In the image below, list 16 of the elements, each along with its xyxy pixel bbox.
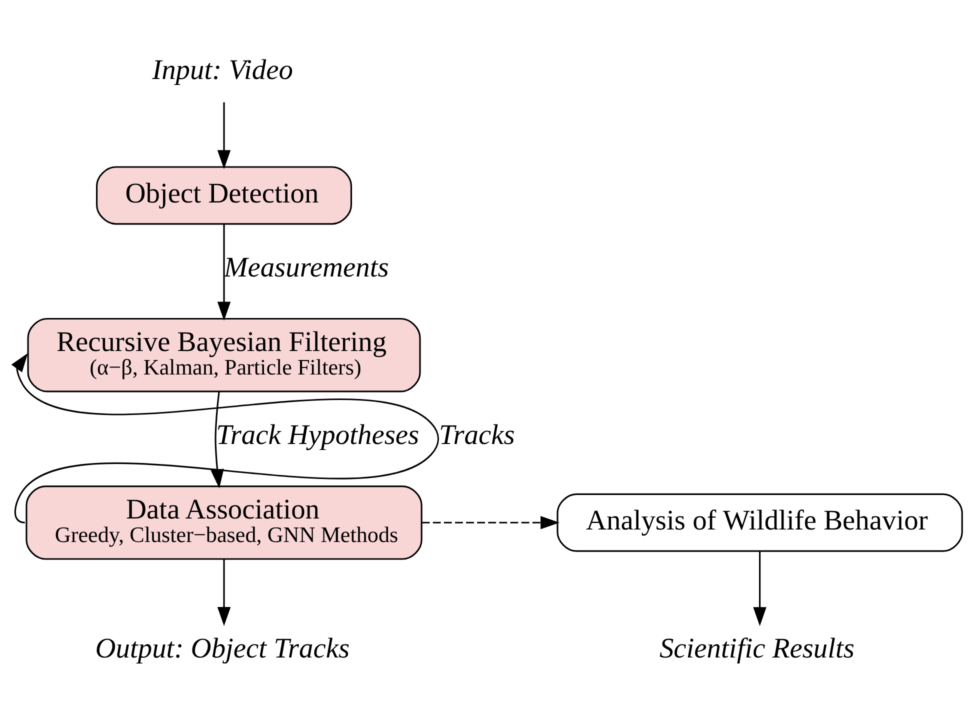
arrow (217, 559, 231, 626)
arrow (217, 102, 231, 170)
arrow (753, 552, 766, 626)
arrow (210, 392, 224, 488)
node-box: Analysis of Wildlife Behavior (556, 493, 963, 552)
node-box: Data Association Greedy, Cluster−based, GNN Methods (26, 485, 422, 560)
arrow (217, 224, 231, 321)
node-text: Output: Object Tracks (95, 634, 350, 665)
node-box: Recursive Bayesian Filtering (α−β, Kalman, Particle Filters) (27, 318, 421, 392)
edge-label: Tracks (438, 420, 515, 452)
node-text: Scientific Results (659, 634, 855, 665)
node-box: Object Detection (96, 166, 352, 225)
arrow (422, 516, 560, 530)
edge-label: Track Hypotheses (216, 420, 420, 452)
node-text: Input: Video (152, 55, 293, 86)
arrow (11, 353, 438, 524)
